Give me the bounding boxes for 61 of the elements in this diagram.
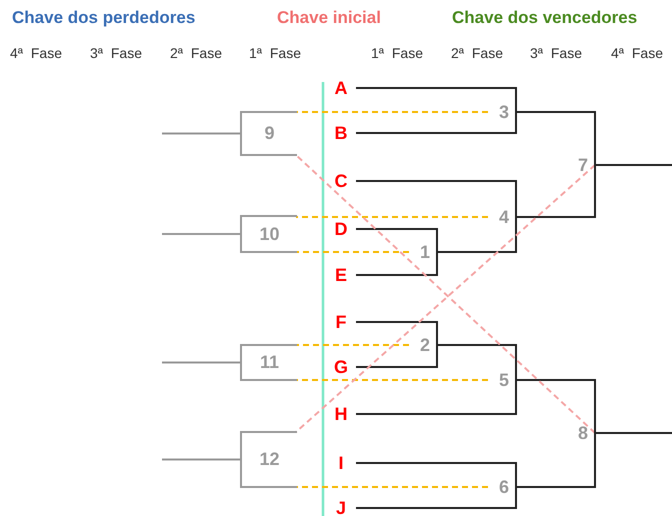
- phase-heading: 4ª Fase: [611, 45, 663, 61]
- bracket-line: [162, 362, 241, 364]
- bracket-heading: Chave dos perdedores: [12, 8, 196, 28]
- team-letter: H: [326, 402, 356, 426]
- bracket-line: [356, 228, 438, 240]
- bracket-line: [162, 458, 241, 460]
- phase-heading: 2ª Fase: [451, 45, 503, 61]
- bracket-line: [437, 229, 517, 253]
- loser-bracket: 10: [240, 215, 297, 253]
- team-letter: B: [326, 121, 356, 145]
- bracket-line: [356, 124, 517, 134]
- match-number: 7: [567, 153, 596, 177]
- loser-bracket: 11: [240, 344, 297, 381]
- dashed-line: [296, 379, 488, 381]
- team-letter: I: [326, 451, 356, 475]
- team-letter: J: [326, 496, 356, 516]
- match-number: 5: [488, 368, 517, 392]
- bracket-line: [356, 321, 438, 333]
- team-letter: E: [326, 263, 356, 287]
- bracket-line: [516, 177, 596, 218]
- phase-heading: 1ª Fase: [371, 45, 423, 61]
- match-number: 1: [409, 240, 438, 264]
- match-number: 3: [488, 100, 517, 124]
- phase-heading: 2ª Fase: [170, 45, 222, 61]
- bracket-line: [516, 445, 596, 488]
- bracket-line: [356, 392, 517, 415]
- bracket-heading: Chave inicial: [277, 8, 381, 28]
- bracket-heading: Chave dos vencedores: [452, 8, 638, 28]
- dashed-line: [296, 344, 409, 346]
- dashed-line: [296, 486, 488, 488]
- match-number: 6: [488, 475, 517, 499]
- bracket-line: [356, 264, 438, 276]
- phase-heading: 3ª Fase: [530, 45, 582, 61]
- loser-bracket: 12: [240, 431, 297, 488]
- team-letter: C: [326, 169, 356, 193]
- bracket-line: [516, 111, 596, 153]
- bracket-line: [437, 344, 517, 368]
- bracket-line: [162, 132, 241, 134]
- team-letter: F: [326, 310, 356, 334]
- phase-heading: 3ª Fase: [90, 45, 142, 61]
- match-number: 2: [409, 333, 438, 357]
- bracket-line: [356, 180, 517, 205]
- match-number: 8: [567, 421, 596, 445]
- team-letter: G: [326, 355, 356, 379]
- dashed-line: [296, 111, 488, 113]
- match-number: 4: [488, 205, 517, 229]
- phase-heading: 4ª Fase: [10, 45, 62, 61]
- bracket-line: [595, 164, 672, 166]
- bracket-line: [516, 379, 596, 421]
- bracket-line: [356, 462, 517, 475]
- bracket-line: [162, 233, 241, 235]
- dashed-line: [296, 251, 409, 253]
- loser-bracket: 9: [240, 111, 297, 156]
- dashed-line: [296, 216, 488, 218]
- bracket-line: [356, 499, 517, 509]
- bracket-line: [595, 432, 672, 434]
- bracket-line: [356, 87, 517, 100]
- team-letter: D: [326, 217, 356, 241]
- phase-heading: 1ª Fase: [249, 45, 301, 61]
- bracket-line: [356, 357, 438, 368]
- team-letter: A: [326, 76, 356, 100]
